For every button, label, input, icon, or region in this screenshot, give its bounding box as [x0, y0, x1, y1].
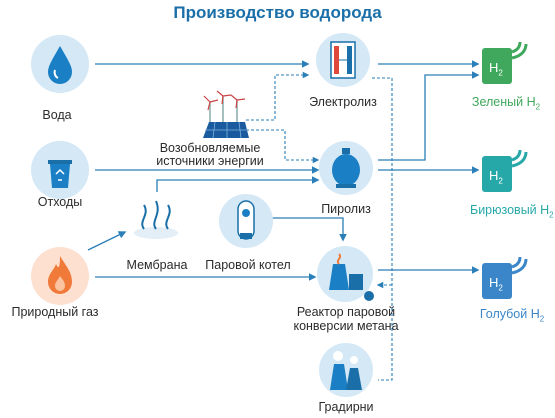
hydrogen-tank-blue-icon — [482, 256, 528, 299]
electrolyzer-icon — [316, 33, 370, 87]
process-label-membrane: Мембрана — [126, 258, 188, 272]
gas-node — [30, 246, 90, 311]
turquoise-h2-node: H2 — [480, 148, 530, 199]
reactor-label-line2: конверсии метана — [293, 319, 399, 333]
electrolysis-node — [315, 32, 371, 93]
reactor-label: Реактор паровой конверсии метана — [293, 305, 398, 333]
boiler-icon — [219, 194, 273, 248]
boiler-node — [218, 193, 274, 254]
reactor-icon — [317, 246, 374, 302]
process-label-cooling: Градирни — [318, 400, 374, 414]
wind-solar-icon — [203, 90, 249, 139]
renewables-label-line2: источники энергии — [156, 154, 264, 168]
turquoise-h2-symbol: H2 — [489, 168, 503, 186]
blue-h2-node: H2 — [480, 255, 530, 306]
renewables-label: Возобновляемые источники энергии — [156, 142, 264, 168]
cooling-tower-icon — [319, 343, 373, 397]
flame-icon — [31, 247, 89, 305]
product-label-green: Зеленый H2 — [471, 95, 541, 112]
recycle-bin-icon — [31, 141, 89, 199]
renewables-node — [195, 90, 255, 145]
renewables-label-line1: Возобновляемые — [159, 141, 261, 155]
process-label-pyrolysis: Пиролиз — [321, 202, 371, 216]
water-drop-icon — [31, 35, 89, 93]
blue-h2-symbol: H2 — [489, 275, 503, 293]
reactor-node — [315, 244, 377, 311]
cooling-node — [318, 342, 374, 403]
hydrogen-tank-green-icon — [482, 41, 528, 84]
product-label-turquoise: Бирюзовый H2 — [470, 203, 554, 220]
process-label-boiler: Паровой котел — [205, 258, 291, 272]
pyrolysis-node — [318, 140, 374, 201]
reactor-label-line1: Реактор паровой — [296, 305, 396, 319]
green-h2-symbol: H2 — [489, 60, 503, 78]
water-node — [30, 34, 90, 99]
source-label-water: Вода — [42, 108, 72, 122]
membrane-node — [128, 195, 184, 250]
product-label-blue: Голубой H2 — [479, 307, 545, 324]
membrane-icon — [134, 200, 178, 239]
process-label-electrolysis: Электролиз — [309, 95, 377, 109]
source-label-waste: Отходы — [37, 195, 83, 209]
source-label-gas: Природный газ — [11, 305, 99, 319]
pyrolysis-reactor-icon — [319, 141, 373, 195]
hydrogen-tank-turquoise-icon — [482, 149, 528, 192]
green-h2-node: H2 — [480, 40, 530, 91]
waste-node — [30, 140, 90, 205]
diagram-title: Производство водорода — [173, 3, 382, 22]
